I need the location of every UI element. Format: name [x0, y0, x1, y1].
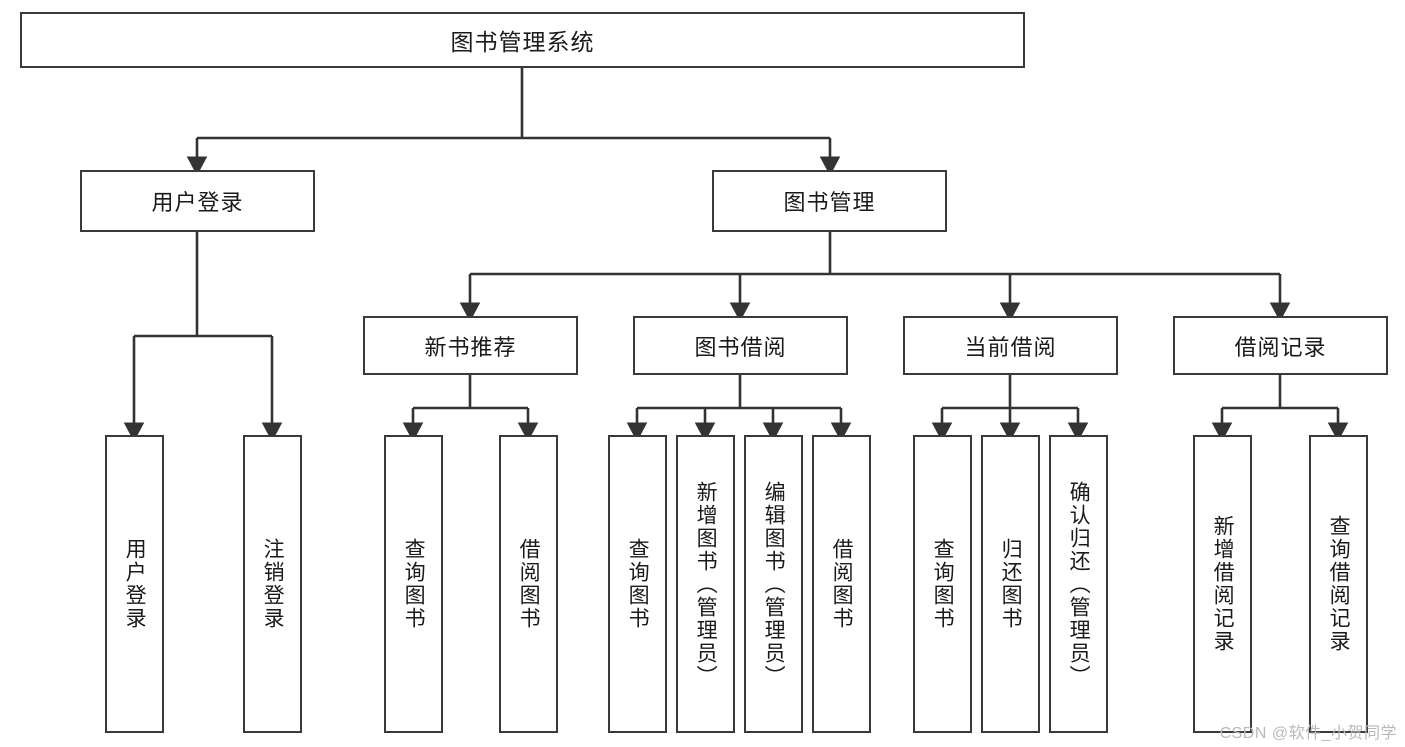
leaf-borrow-edit-book-admin[interactable]: 编辑图书（管理员） [744, 435, 803, 733]
leaf-records-query-record[interactable]: 查询借阅记录 [1309, 435, 1368, 733]
node-book-management[interactable]: 图书管理 [712, 170, 947, 232]
node-borrow-records[interactable]: 借阅记录 [1173, 316, 1388, 375]
leaf-user-login[interactable]: 用户登录 [105, 435, 164, 733]
leaf-logout-login[interactable]: 注销登录 [243, 435, 302, 733]
node-label: 借阅图书 [830, 538, 854, 630]
node-label: 注销登录 [261, 538, 285, 630]
node-label: 归还图书 [999, 538, 1023, 630]
node-label: 用户登录 [151, 190, 244, 215]
leaf-current-query-book[interactable]: 查询图书 [913, 435, 972, 733]
leaf-borrow-borrow-book[interactable]: 借阅图书 [812, 435, 871, 733]
node-new-book-recommend[interactable]: 新书推荐 [363, 316, 578, 375]
node-label: 新增图书（管理员） [694, 480, 718, 688]
node-label: 用户登录 [123, 538, 147, 630]
node-label: 查询借阅记录 [1327, 515, 1351, 653]
node-label: 确认归还（管理员） [1067, 480, 1091, 688]
node-label: 查询图书 [931, 538, 955, 630]
leaf-newbook-borrow-book[interactable]: 借阅图书 [499, 435, 558, 733]
node-label: 查询图书 [626, 538, 650, 630]
node-label: 图书管理系统 [450, 29, 595, 55]
node-label: 借阅图书 [517, 538, 541, 630]
leaf-current-confirm-return-admin[interactable]: 确认归还（管理员） [1049, 435, 1108, 733]
node-label: 图书借阅 [694, 334, 787, 360]
node-book-borrow[interactable]: 图书借阅 [633, 316, 848, 375]
leaf-records-add-record[interactable]: 新增借阅记录 [1193, 435, 1252, 733]
leaf-borrow-add-book-admin[interactable]: 新增图书（管理员） [676, 435, 735, 733]
node-root-system[interactable]: 图书管理系统 [20, 12, 1025, 68]
leaf-newbook-query-book[interactable]: 查询图书 [384, 435, 443, 733]
csdn-watermark: CSDN @软件_小贺同学 [1219, 725, 1397, 742]
node-label: 图书管理 [783, 190, 876, 215]
node-label: 借阅记录 [1234, 334, 1327, 360]
node-label: 查询图书 [402, 538, 426, 630]
node-user-login[interactable]: 用户登录 [80, 170, 315, 232]
node-label: 新书推荐 [424, 334, 517, 360]
node-label: 新增借阅记录 [1211, 515, 1235, 653]
node-label: 当前借阅 [964, 334, 1057, 360]
node-current-borrow[interactable]: 当前借阅 [903, 316, 1118, 375]
node-label: 编辑图书（管理员） [762, 480, 786, 688]
leaf-borrow-query-book[interactable]: 查询图书 [608, 435, 667, 733]
leaf-current-return-book[interactable]: 归还图书 [981, 435, 1040, 733]
